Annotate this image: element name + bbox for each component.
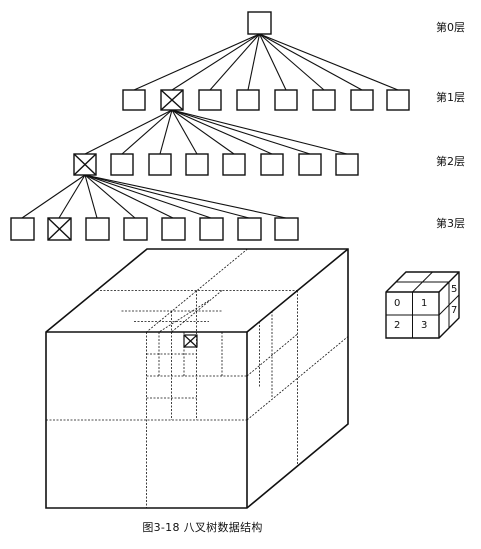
cell-label-0: 0 xyxy=(394,298,401,309)
cell-label-3: 3 xyxy=(421,320,428,331)
cell-label-5: 5 xyxy=(451,284,458,295)
level1-nodes xyxy=(122,89,410,111)
edges-level2-3 xyxy=(21,174,287,219)
root-node xyxy=(247,11,272,35)
level-0-label: 第0层 xyxy=(436,21,465,34)
edges-level0-1 xyxy=(133,33,399,91)
edges-level1-2 xyxy=(84,109,348,155)
level-3-label: 第3层 xyxy=(436,217,465,230)
large-cube xyxy=(45,248,349,509)
level2-nodes xyxy=(73,153,359,176)
small-numbered-cube xyxy=(385,271,460,339)
cell-label-2: 2 xyxy=(394,320,401,331)
figure-caption: 图3-18 八叉树数据结构 xyxy=(142,521,263,534)
cell-label-1: 1 xyxy=(421,298,428,309)
cell-label-7: 7 xyxy=(451,305,458,316)
level-2-label: 第2层 xyxy=(436,155,465,168)
level3-marked-node xyxy=(47,217,72,241)
cube-subdivisions xyxy=(46,248,349,508)
level3-nodes xyxy=(10,217,299,241)
cube-marked-cell xyxy=(183,334,198,348)
level-1-label: 第1层 xyxy=(436,91,465,104)
